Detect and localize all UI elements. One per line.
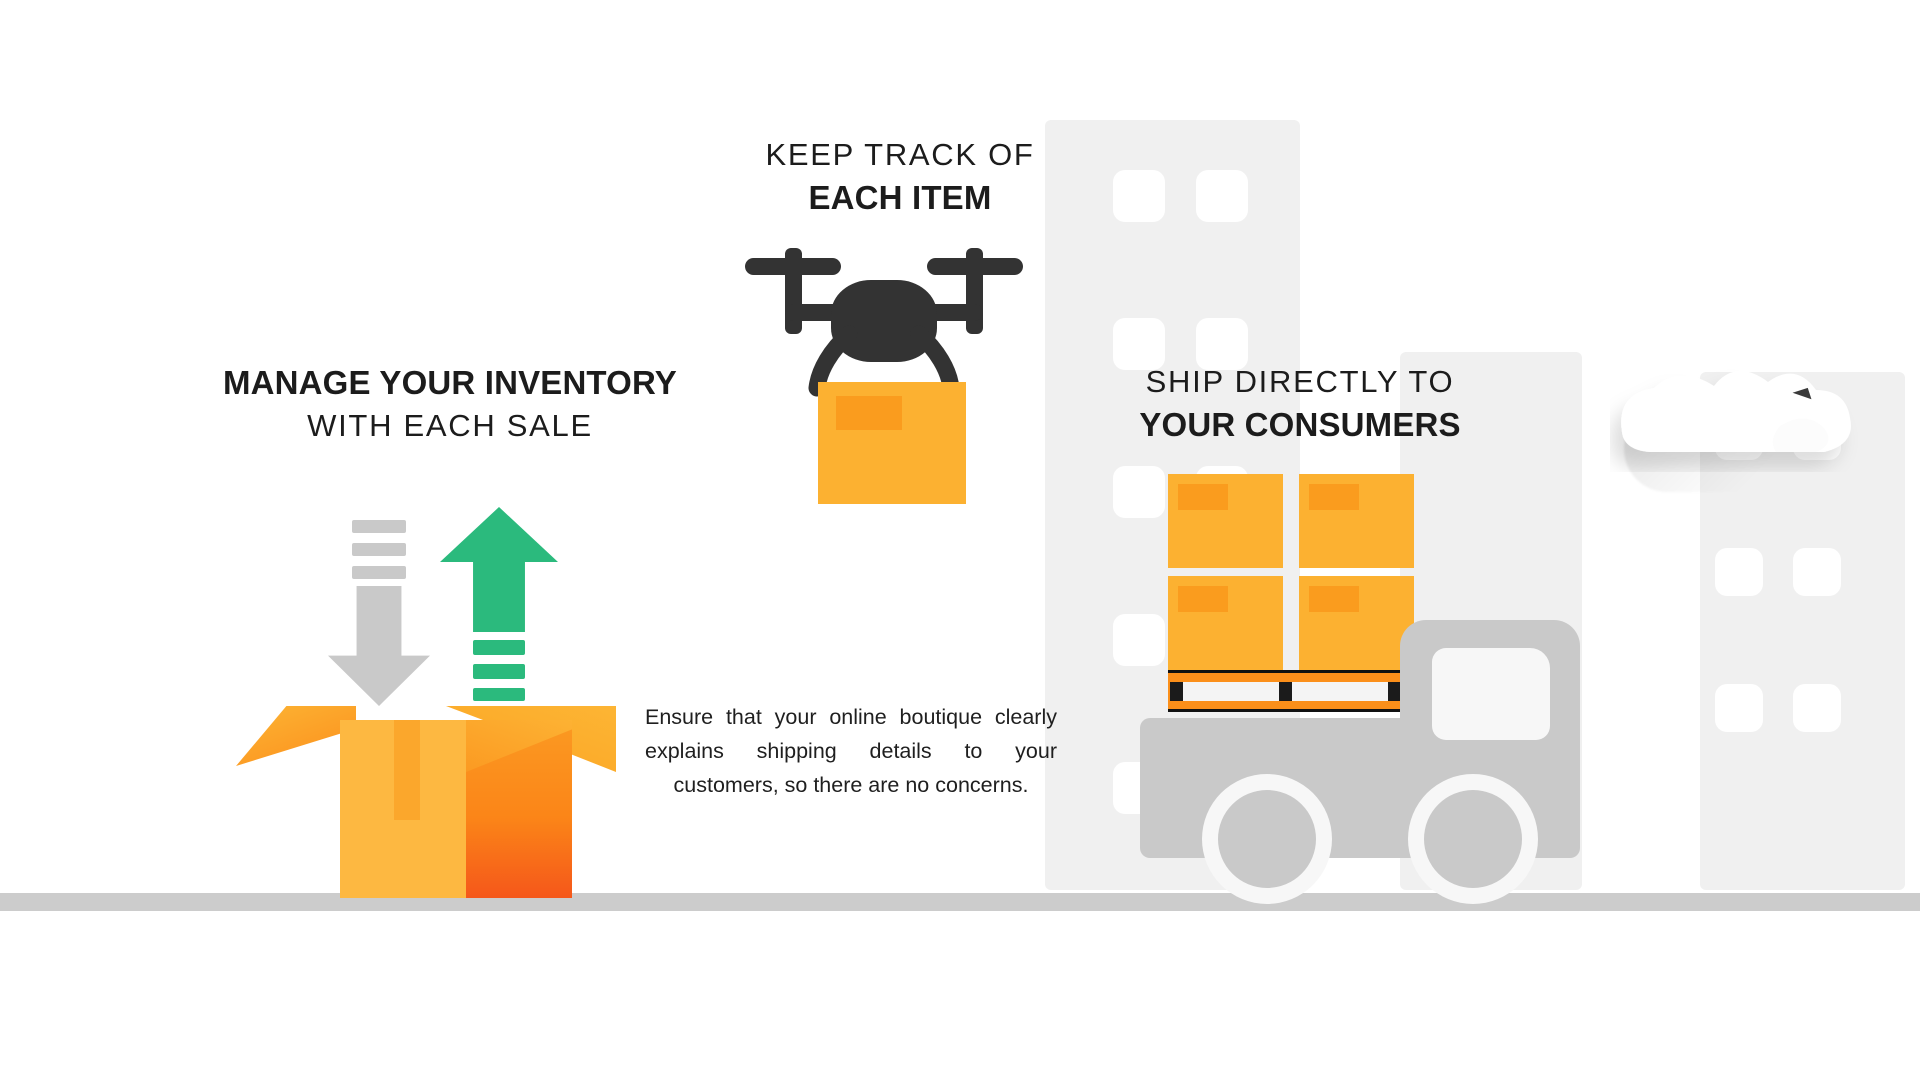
truck-wheel-front xyxy=(1424,790,1522,888)
down-arrow-dash xyxy=(352,520,406,533)
pallet-box xyxy=(1168,474,1283,568)
truck-window xyxy=(1432,648,1550,740)
down-arrow-dash xyxy=(352,566,406,579)
drone-icon xyxy=(745,248,1023,398)
heading-left-bold: MANAGE YOUR INVENTORY xyxy=(223,364,677,401)
drone-leg-right xyxy=(910,325,960,397)
pallet-foot xyxy=(1388,682,1401,701)
building-window xyxy=(1715,548,1763,596)
building-window xyxy=(1793,548,1841,596)
building-window xyxy=(1715,412,1763,460)
page-title-left: MANAGE YOUR INVENTORY WITH EACH SALE xyxy=(0,364,900,444)
building-window xyxy=(1113,318,1165,370)
pallet-gap xyxy=(1183,682,1279,701)
heading-center-light: KEEP TRACK OF xyxy=(765,137,1035,172)
up-arrow-dash xyxy=(473,688,525,701)
delivery-truck-icon xyxy=(1140,578,1580,904)
up-arrow-icon xyxy=(440,507,558,632)
box-label xyxy=(1309,484,1359,510)
package-box-icon xyxy=(818,382,966,504)
building-right xyxy=(1700,372,1905,890)
up-arrow-dash xyxy=(473,664,525,679)
box-tape-strip xyxy=(394,720,420,820)
heading-center-bold: EACH ITEM xyxy=(808,179,992,216)
building-window xyxy=(1715,684,1763,732)
truck-wheel-rear xyxy=(1218,790,1316,888)
pallet-box xyxy=(1299,576,1414,670)
drone-body xyxy=(831,280,937,362)
inventory-arrows xyxy=(328,500,560,710)
pallet-box xyxy=(1168,576,1283,670)
pallet-box xyxy=(1299,474,1414,568)
down-arrow-icon xyxy=(328,586,430,706)
page-title-center: KEEP TRACK OF EACH ITEM xyxy=(600,137,1200,217)
heading-right-bold: YOUR CONSUMERS xyxy=(1139,406,1461,443)
building-window xyxy=(1793,412,1841,460)
box-label xyxy=(1178,586,1228,612)
up-arrow-dash xyxy=(473,640,525,655)
heading-left-light: WITH EACH SALE xyxy=(307,408,593,443)
box-label xyxy=(1309,586,1359,612)
building-window xyxy=(1196,170,1248,222)
box-label xyxy=(1178,484,1228,510)
pallet-gap xyxy=(1292,682,1388,701)
open-box-icon xyxy=(236,706,616,898)
heading-right-light: SHIP DIRECTLY TO xyxy=(1145,364,1455,399)
package-label xyxy=(836,396,902,430)
building-window xyxy=(1793,684,1841,732)
building-window xyxy=(1196,318,1248,370)
down-arrow-dash xyxy=(352,543,406,556)
body-paragraph: Ensure that your online boutique clearly… xyxy=(645,705,1057,797)
pallet-foot xyxy=(1279,682,1292,701)
page-title-right: SHIP DIRECTLY TO YOUR CONSUMERS xyxy=(880,364,1720,444)
pallet-of-boxes-icon xyxy=(1168,474,1414,724)
box-flap-left xyxy=(236,706,356,766)
pallet-foot xyxy=(1170,682,1183,701)
building-window xyxy=(1113,466,1165,518)
drone-leg-left xyxy=(808,325,858,397)
